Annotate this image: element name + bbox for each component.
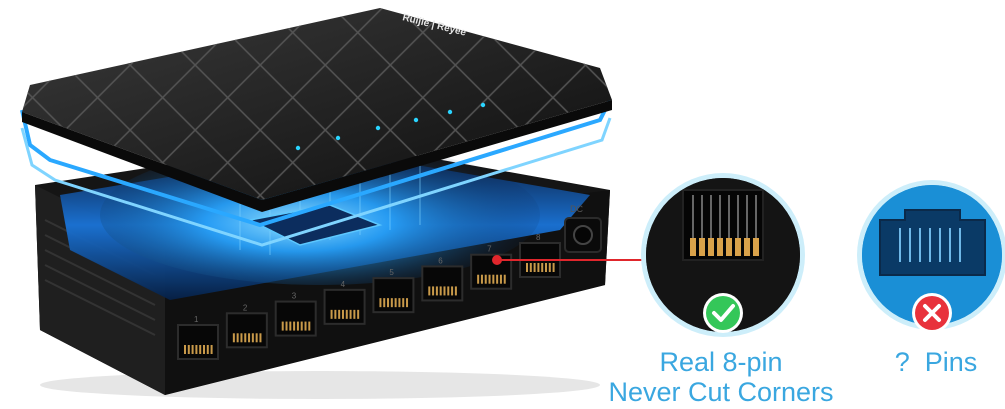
port-number-label: 1 bbox=[194, 315, 199, 324]
real-8pin-callout bbox=[641, 173, 805, 337]
ethernet-port: 1 bbox=[177, 315, 219, 360]
unknown-pins-callout bbox=[857, 180, 1005, 333]
port-number-label: 8 bbox=[536, 233, 541, 242]
unknown-pins-caption: ? Pins bbox=[876, 347, 996, 378]
port-number-label: 3 bbox=[292, 292, 297, 301]
ethernet-port: 4 bbox=[323, 280, 366, 325]
cross-icon bbox=[912, 293, 952, 333]
power-label: DC bbox=[570, 204, 583, 214]
port-number-label: 6 bbox=[438, 256, 443, 265]
ethernet-port: 5 bbox=[372, 268, 415, 314]
caption-line-1: Real 8-pin bbox=[659, 347, 783, 377]
ethernet-port: 3 bbox=[274, 292, 317, 337]
real-8pin-caption: Real 8-pin Never Cut Corners bbox=[596, 347, 846, 407]
caption-pins: ? Pins bbox=[894, 347, 978, 377]
ethernet-port: 2 bbox=[225, 303, 268, 349]
port-number-label: 5 bbox=[389, 268, 394, 277]
drop-shadow bbox=[40, 371, 600, 399]
port-number-label: 4 bbox=[341, 280, 346, 289]
caption-line-2: Never Cut Corners bbox=[608, 376, 834, 407]
ethernet-port: 7 bbox=[470, 245, 513, 290]
glow-outline bbox=[20, 99, 612, 247]
port-number-label: 7 bbox=[487, 245, 492, 254]
check-icon bbox=[703, 293, 743, 333]
ethernet-port: 6 bbox=[421, 256, 464, 302]
port-number-label: 2 bbox=[243, 303, 248, 312]
